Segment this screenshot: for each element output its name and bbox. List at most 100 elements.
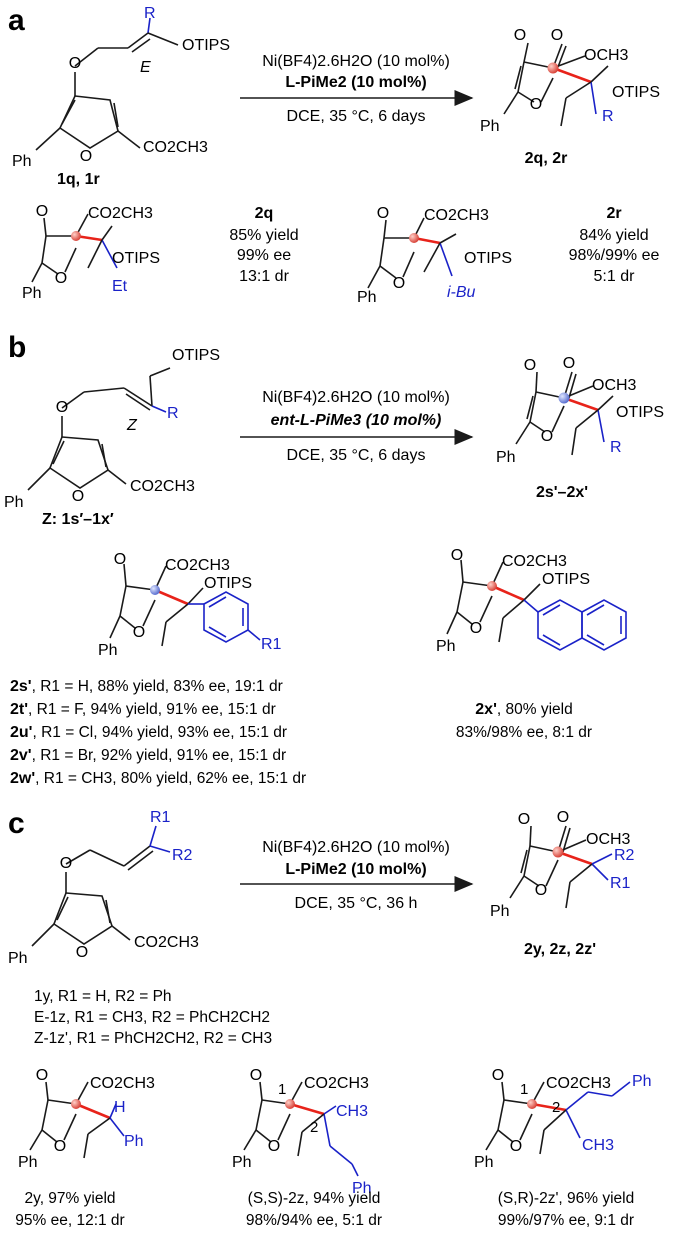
otips-label: OTIPS (464, 250, 512, 267)
result-text: , R1 = H, 88% yield, 83% ee, 19:1 dr (32, 678, 283, 695)
result-text: , R1 = Cl, 94% yield, 93% ee, 15:1 dr (32, 724, 287, 741)
naphthyl-result: 2x', 80% yield (475, 701, 572, 718)
phenyl-label: Ph (98, 642, 118, 659)
ester-label: CO2CH3 (130, 478, 195, 495)
otips-label: OTIPS (616, 404, 664, 421)
svg-text:O: O (557, 809, 569, 826)
conditions-label: DCE, 35 °C, 36 h (295, 895, 418, 912)
yield-label: 85% yield (229, 227, 298, 244)
product-structure-a (503, 42, 609, 127)
svg-text:O: O (268, 1138, 280, 1155)
substituent-r-label: R (602, 108, 614, 125)
phenyl-label: Ph (4, 494, 24, 511)
svg-text:O: O (492, 1067, 504, 1084)
ester-methoxy-label: OCH3 (584, 47, 629, 64)
result-2y-ee: 95% ee, 12:1 dr (15, 1212, 124, 1229)
product-structure-b (515, 371, 614, 456)
phenyl-label: Ph (12, 153, 32, 170)
phenyl-label: Ph (8, 950, 28, 967)
ligand-label: L-PiMe2 (10 mol%) (285, 861, 426, 878)
svg-text:2s', R1 = H, 88% yield, 83% ee: 2s', R1 = H, 88% yield, 83% ee, 19:1 dr (10, 678, 283, 695)
ligand-label: L-PiMe2 (10 mol%) (285, 74, 426, 91)
yield-label: 84% yield (579, 227, 648, 244)
panel-label-b: b (8, 331, 26, 364)
svg-text:O: O (76, 944, 88, 961)
panel-label-a: a (8, 4, 25, 37)
svg-text:O: O (470, 620, 482, 637)
svg-text:2u', R1 = Cl, 94% yield, 93% e: 2u', R1 = Cl, 94% yield, 93% ee, 15:1 dr (10, 724, 287, 741)
phenyl-label: Ph (490, 903, 510, 920)
ester-label: CO2CH3 (143, 139, 208, 156)
ethyl-label: Et (112, 278, 128, 295)
substituent-r-label: R (144, 5, 156, 22)
hydrogen-label: H (114, 1099, 126, 1116)
example-structure-naphthyl (446, 559, 541, 643)
phenyl-label: Ph (357, 289, 377, 306)
result-2z-ee: 98%/94% ee, 5:1 dr (246, 1212, 382, 1229)
ester-label: CO2CH3 (304, 1075, 369, 1092)
result-id: 2t' (10, 701, 28, 718)
svg-text:2v', R1 = Br, 92% yield, 91% e: 2v', R1 = Br, 92% yield, 91% ee, 15:1 dr (10, 747, 286, 764)
phenyl-label: Ph (436, 638, 456, 655)
otips-label: OTIPS (172, 347, 220, 364)
locant-1: 1 (278, 1081, 286, 1098)
compound-id: Z: 1s′–1x′ (42, 511, 114, 528)
svg-text:O: O (518, 811, 530, 828)
svg-text:O: O (36, 203, 48, 220)
ester-label: CO2CH3 (424, 207, 489, 224)
otips-label: OTIPS (112, 250, 160, 267)
catalyst-label: Ni(BF4)2.6H2O (10 mol%) (262, 53, 450, 70)
example-structure-2r (367, 217, 457, 289)
dr-label: 5:1 dr (594, 268, 636, 285)
catalyst-label: Ni(BF4)2.6H2O (10 mol%) (262, 389, 450, 406)
phenyl-label: Ph (18, 1154, 38, 1171)
naphthalene-ring (523, 599, 627, 651)
substrate-structure-b (27, 367, 171, 491)
svg-text:O: O (530, 96, 542, 113)
locant-2: 2 (552, 1099, 560, 1116)
substrate-def-1y: 1y, R1 = H, R2 = Ph (34, 988, 172, 1005)
ester-label: CO2CH3 (88, 205, 153, 222)
svg-text:O: O (451, 547, 463, 564)
benzene-ring (188, 591, 261, 643)
substrate-def-e1z: E-1z, R1 = CH3, R2 = PhCH2CH2 (34, 1009, 270, 1026)
svg-text:O: O (60, 855, 72, 872)
svg-text:O: O (54, 1138, 66, 1155)
svg-text:O: O (55, 270, 67, 287)
ester-methoxy-label: OCH3 (592, 377, 637, 394)
substituent-r-label: R (610, 439, 622, 456)
locant-2: 2 (310, 1119, 318, 1136)
isobutyl-label: i-Bu (447, 284, 476, 301)
locant-1: 1 (520, 1081, 528, 1098)
phenyl-label: Ph (474, 1154, 494, 1171)
result-text: , R1 = Br, 92% yield, 91% ee, 15:1 dr (32, 747, 287, 764)
phenyl-label: Ph (232, 1154, 252, 1171)
result-2zp-yield: (S,R)-2z', 96% yield (498, 1190, 634, 1207)
substituent-r-label: R (167, 405, 179, 422)
svg-text:2t', R1 = F, 94% yield, 91% ee: 2t', R1 = F, 94% yield, 91% ee, 15:1 dr (10, 701, 276, 718)
example-structure-aryl (109, 563, 204, 647)
catalyst-label: Ni(BF4)2.6H2O (10 mol%) (262, 839, 450, 856)
ester-label: CO2CH3 (165, 557, 230, 574)
ee-label: 99% ee (237, 247, 291, 264)
phenyl-label: Ph (22, 285, 42, 302)
naphthyl-ee-dr: 83%/98% ee, 8:1 dr (456, 724, 592, 741)
svg-text:O: O (524, 357, 536, 374)
svg-text:O: O (56, 399, 68, 416)
r1-label: R1 (150, 809, 171, 826)
compound-id: 2r (606, 205, 621, 222)
conditions-label: DCE, 35 °C, 6 days (287, 108, 426, 125)
svg-text:O: O (377, 205, 389, 222)
otips-label: OTIPS (182, 37, 230, 54)
chain-phenyl-label: Ph (352, 1180, 372, 1197)
product-structure-c (509, 825, 613, 909)
r1-label: R1 (610, 875, 631, 892)
phenyl-label: Ph (496, 449, 516, 466)
r1-label: R1 (261, 636, 282, 653)
svg-text:O: O (510, 1138, 522, 1155)
svg-text:O: O (514, 27, 526, 44)
dr-label: 13:1 dr (239, 268, 289, 285)
compound-id: 2q (255, 205, 274, 222)
substrate-def-z1z: Z-1z', R1 = PhCH2CH2, R2 = CH3 (34, 1030, 272, 1047)
